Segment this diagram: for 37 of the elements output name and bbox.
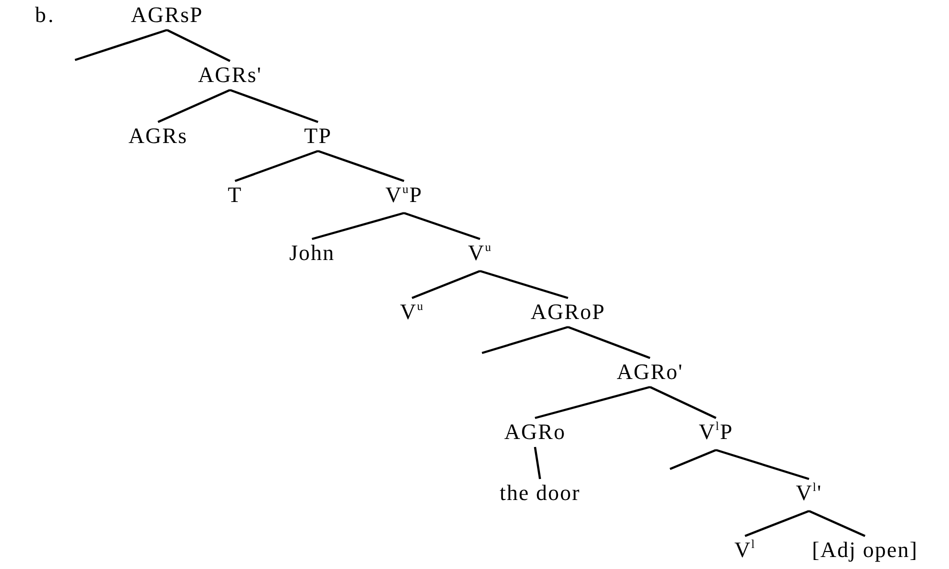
tree-node-label: V$^{u}$P xyxy=(385,183,423,210)
tree-branch-line xyxy=(568,326,650,360)
tree-node-label: AGRsP xyxy=(130,3,204,27)
tree-node-label: AGRo xyxy=(504,420,566,444)
tree-branch-line xyxy=(166,29,230,62)
tree-node-label: AGRo' xyxy=(616,360,684,384)
tree-node-label: V$^{l}$' xyxy=(796,481,822,508)
tree-branch-line xyxy=(404,212,480,240)
tree-node-label: AGRs xyxy=(128,124,188,148)
tree-branch-line xyxy=(74,28,168,62)
tree-branch-line xyxy=(650,386,716,419)
tree-branch-line xyxy=(716,448,810,480)
tree-branch-line xyxy=(230,88,318,124)
tree-node-label: V$^{l}$P xyxy=(698,420,734,447)
tree-branch-line xyxy=(158,89,230,123)
tree-branch-line xyxy=(318,150,404,182)
tree-branch-line xyxy=(808,510,866,537)
tree-branch-line xyxy=(482,326,568,354)
tree-node-label: V$^{u}$ xyxy=(468,241,492,268)
tree-branch-line xyxy=(534,386,650,420)
tree-branch-line xyxy=(412,270,480,300)
tree-node-label: [Adj open] xyxy=(812,538,918,562)
tree-branch-line xyxy=(744,510,810,538)
tree-node-label: TP xyxy=(304,124,332,148)
tree-branch-line xyxy=(670,448,716,470)
tree-branch-line xyxy=(480,270,568,300)
tree-node-label: V$^{l}$ xyxy=(734,538,756,565)
example-label: b. xyxy=(35,3,56,27)
tree-node-label: V$^{u}$ xyxy=(400,300,424,327)
tree-node-label: John xyxy=(289,241,335,265)
tree-node-label: AGRoP xyxy=(530,300,606,324)
tree-branch-line xyxy=(234,150,318,182)
tree-node-label: the door xyxy=(500,481,580,505)
tree-branch-line xyxy=(534,446,542,480)
tree-node-label: AGRs' xyxy=(198,63,262,87)
tree-node-label: T xyxy=(228,183,242,207)
tree-branch-line xyxy=(312,212,404,240)
